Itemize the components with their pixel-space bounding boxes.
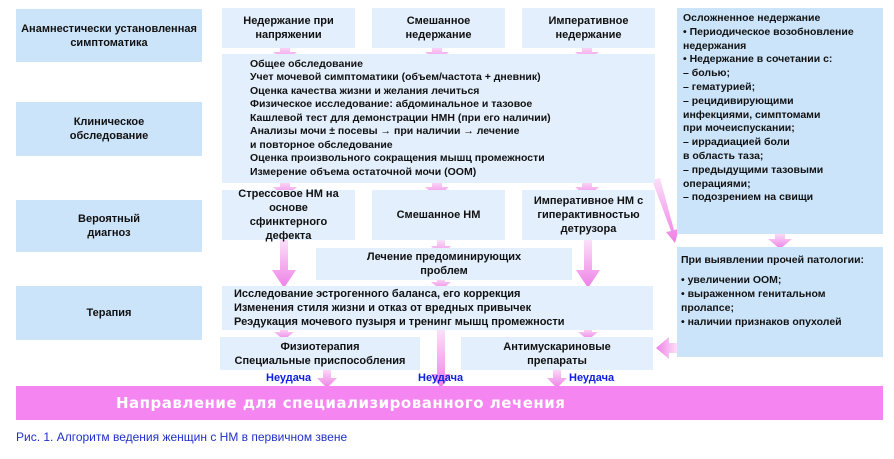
complicated-item: • Недержание в сочетании с: (683, 53, 833, 66)
arrow (575, 181, 599, 197)
clinical-exam-box: Общее обследование Учет мочевой симптома… (222, 54, 655, 183)
arrow (425, 181, 449, 197)
row-label-therapy: Терапия (16, 286, 202, 340)
row-label-anamnesis: Анамнестически установленная симптоматик… (16, 9, 202, 62)
complicated-title: Осложненное недержание (683, 12, 821, 24)
other-title: При выявлении прочей патологии: (681, 254, 865, 266)
exam-item: Учет мочевой симптоматики (объем/частота… (250, 71, 541, 84)
arrow (317, 368, 337, 388)
exam-item: Анализы мочи ± посевы → при наличии → ле… (250, 125, 520, 138)
exam-item: Общее обследование (250, 57, 363, 70)
other-item: • выраженном генитальном (681, 288, 826, 300)
complicated-item: – гематурией; (683, 80, 756, 93)
failure-label: Неудача (569, 372, 615, 384)
arrow (578, 328, 598, 340)
complicated-item: в область таза; (683, 149, 764, 162)
diagnosis-urge: Императивное НМ с гиперактивностью детру… (522, 190, 655, 240)
arrow (274, 328, 294, 340)
arrow (273, 181, 297, 197)
arrow (652, 178, 679, 243)
arrow (547, 368, 567, 388)
physiotherapy-box: Физиотерапия Специальные приспособления (220, 337, 420, 370)
arrow (768, 233, 792, 249)
arrow (431, 330, 451, 388)
exam-item: и повторное обследование (250, 138, 393, 151)
predominant-treatment: Лечение предоминирующих проблем (316, 248, 572, 280)
complicated-item: недержания (683, 39, 747, 52)
arrow (272, 240, 296, 288)
physio-item: Физиотерапия (280, 340, 360, 353)
exam-item: Оценка качества жизни и желания лечиться (250, 84, 480, 97)
diagnosis-mixed: Смешанное НМ (372, 190, 505, 240)
type-stress: Недержание при напряжении (222, 8, 355, 48)
exam-item: Физическое исследование: абдоминальное и… (250, 98, 533, 111)
complicated-item: – болью; (683, 67, 730, 80)
other-item: • увеличении ООМ; (681, 274, 782, 286)
diagnosis-stress: Стрессовое НМ на основе сфинктерного деф… (222, 188, 355, 242)
other-item: пролапсе; (681, 302, 734, 314)
therapy-item: Реэдукация мочевого пузыря и тренинг мыш… (234, 316, 565, 328)
therapy-item: Исследование эстрогенного баланса, его к… (234, 288, 521, 300)
failure-label: Неудача (266, 372, 312, 384)
complicated-box: Осложненное недержание • Периодическое в… (677, 8, 883, 234)
complicated-item: – рецидивирующими (683, 94, 794, 107)
antimuscarinic-box: Антимускариновые препараты (461, 337, 653, 370)
exam-item: Оценка произвольного сокращения мышц про… (250, 152, 545, 165)
therapy-item: Изменения стиля жизни и отказ от вредных… (234, 302, 532, 314)
arrow (576, 240, 600, 288)
arrow (431, 278, 451, 290)
type-urge: Императивное недержание (522, 8, 655, 48)
complicated-item: – предыдущими тазовыми (683, 163, 824, 176)
complicated-item: при мочеиспускании; (683, 122, 795, 135)
row-label-diagnosis: Вероятный диагноз (16, 200, 202, 252)
exam-item: Измерение объема остаточной мочи (ООМ) (250, 165, 477, 178)
physio-item: Специальные приспособления (234, 354, 406, 367)
referral-bar: Направление для специализированного лече… (16, 386, 883, 420)
complicated-item: – иррадиацией боли (683, 136, 790, 149)
failure-label: Неудача (418, 372, 464, 384)
exam-item: Кашлевой тест для демонстрации НМН (при … (250, 111, 551, 124)
complicated-item: – подозрением на свищи (683, 191, 814, 204)
complicated-item: • Периодическое возобновление (683, 25, 854, 38)
row-label-clinical: Клиническое обследование (16, 102, 202, 156)
type-mixed: Смешанное недержание (372, 8, 505, 48)
figure-caption: Рис. 1. Алгоритм ведения женщин с НМ в п… (16, 430, 348, 444)
other-item: • наличии признаков опухолей (681, 316, 842, 328)
complicated-item: операциями; (683, 177, 751, 190)
complicated-item: инфекциями, симптомами (683, 108, 821, 121)
other-pathology-box: При выявлении прочей патологии: • увелич… (677, 247, 883, 357)
arrow (656, 337, 677, 359)
therapy-box: Исследование эстрогенного баланса, его к… (222, 286, 653, 330)
